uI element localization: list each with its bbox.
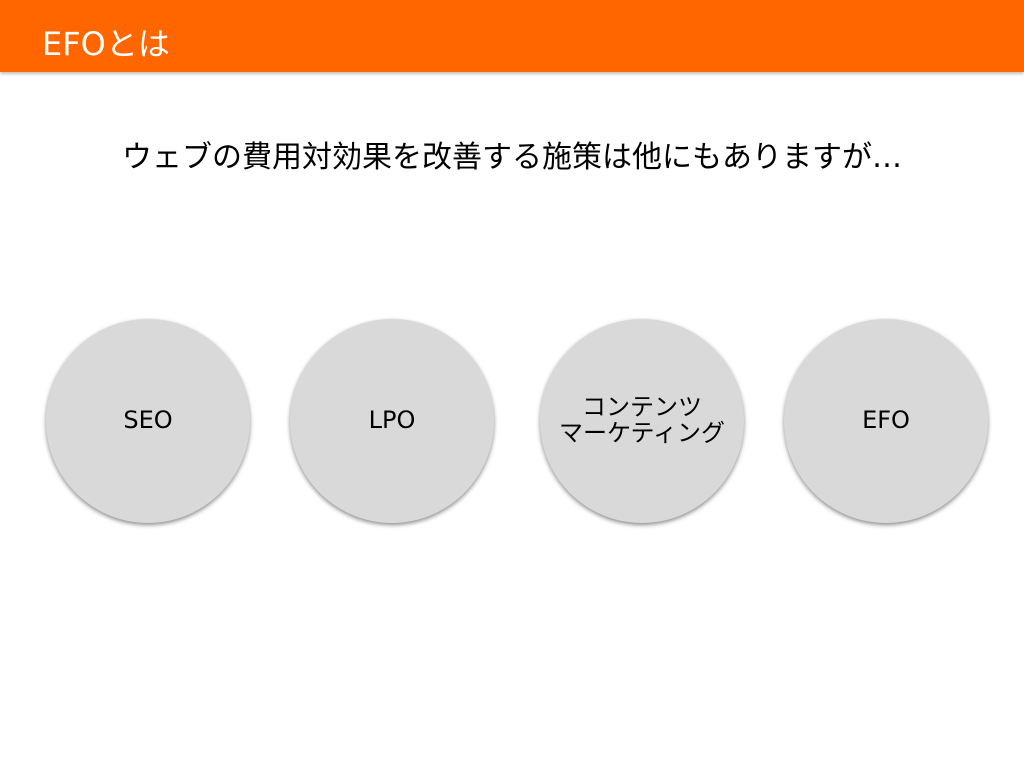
circle-efo: EFO xyxy=(784,319,988,523)
circle-label-seo: SEO xyxy=(123,406,173,434)
slide-subtitle: ウェブの費用対効果を改善する施策は他にもありますが… xyxy=(122,140,902,175)
header-bar: EFOとは xyxy=(0,0,1024,72)
circle-label-content-marketing: コンテンツ マーケティング xyxy=(558,393,726,447)
circle-seo: SEO xyxy=(46,319,250,523)
circle-content-marketing: コンテンツ マーケティング xyxy=(540,319,744,523)
circle-label-lpo: LPO xyxy=(368,406,416,434)
circle-lpo: LPO xyxy=(290,319,494,523)
circle-label-efo: EFO xyxy=(862,406,910,434)
slide-title: EFOとは xyxy=(42,25,170,63)
